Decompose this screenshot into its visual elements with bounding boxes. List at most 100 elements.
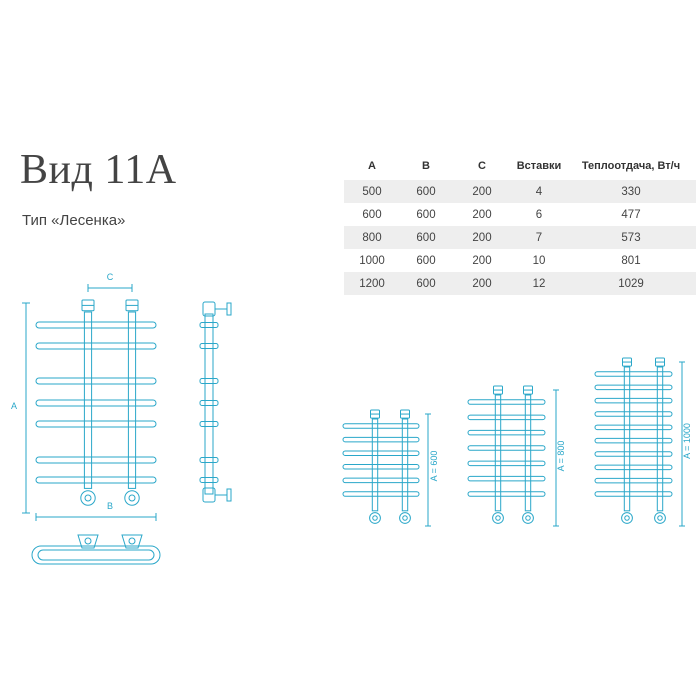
side-crossbar — [199, 400, 219, 406]
elbow-fitting-inner — [657, 515, 663, 521]
crossbar — [35, 342, 157, 350]
crossbar — [342, 464, 420, 470]
elbow-fitting-inner — [84, 494, 92, 502]
side-elbow-handle — [226, 488, 232, 502]
top-outline-outer — [31, 545, 161, 565]
table-cell: 500 — [344, 180, 400, 203]
crossbar — [594, 437, 673, 444]
spec-table: A B C Вставки Теплоотдача, Вт/ч 500 600 … — [344, 152, 696, 295]
table-header-row: A B C Вставки Теплоотдача, Вт/ч — [344, 152, 696, 180]
table-cell: 1029 — [566, 272, 696, 295]
column-header-a: A — [368, 160, 376, 172]
dimension-label-c: C — [107, 272, 114, 282]
elbow-fitting — [654, 512, 666, 524]
table-cell: 600 — [416, 208, 436, 221]
side-crossbar — [199, 421, 219, 427]
front-view-large — [22, 284, 157, 521]
table-cell: 600 — [362, 208, 382, 221]
crossbar — [35, 321, 157, 329]
top-view — [31, 534, 161, 565]
table-cell: 7 — [512, 226, 566, 249]
elbow-fitting — [492, 512, 504, 524]
page-title: Вид 11А — [20, 147, 177, 193]
crossbar — [594, 477, 673, 484]
crossbar — [594, 397, 673, 404]
elbow-fitting — [621, 512, 633, 524]
side-tube — [204, 313, 214, 495]
crossbar — [35, 399, 157, 407]
elbow-fitting-inner — [372, 515, 378, 521]
crossbar — [35, 476, 157, 484]
elbow-fitting — [369, 512, 381, 524]
crossbar — [467, 460, 546, 467]
top-valve-right — [121, 534, 143, 549]
crossbar — [467, 399, 546, 405]
variant-a1000 — [594, 357, 685, 527]
crossbar — [594, 451, 673, 457]
crossbar — [594, 384, 673, 391]
table-cell: 12 — [512, 272, 566, 295]
elbow-fitting-inner — [624, 515, 630, 521]
crossbar — [35, 456, 157, 464]
top-valve-right-hub — [128, 537, 136, 545]
table-cell: 1200 — [344, 272, 400, 295]
elbow-fitting-inner — [495, 515, 501, 521]
crossbar — [467, 475, 546, 482]
crossbar — [594, 491, 673, 497]
table-cell: 4 — [512, 180, 566, 203]
table-row: 1000 600 200 10 801 — [344, 249, 696, 272]
variant-a600 — [342, 409, 431, 527]
side-valve-handle — [226, 302, 232, 316]
crossbar — [342, 450, 420, 456]
elbow-fitting — [80, 490, 96, 506]
side-crossbar — [199, 477, 219, 483]
table-cell: 330 — [566, 180, 696, 203]
dimension-label-a600: A = 600 — [429, 451, 439, 482]
column-header-c: C — [478, 160, 486, 172]
table-cell: 1000 — [359, 254, 385, 267]
crossbar — [342, 477, 420, 484]
crossbar — [467, 429, 546, 436]
table-cell: 10 — [532, 254, 546, 267]
side-crossbar — [199, 378, 219, 384]
column-header-heat-output: Теплоотдача, Вт/ч — [581, 160, 681, 172]
table-cell: 200 — [472, 254, 492, 267]
vertical-tube — [524, 394, 532, 512]
crossbar — [35, 377, 157, 385]
table-cell: 600 — [400, 272, 452, 295]
side-view — [199, 301, 232, 503]
table-row: 500 600 200 4 330 — [344, 180, 696, 203]
crossbar — [594, 371, 673, 377]
crossbar — [35, 420, 157, 428]
table-row: 1200 600 200 12 1029 — [344, 272, 696, 295]
table-cell: 801 — [621, 254, 641, 267]
table-cell: 477 — [621, 208, 641, 221]
table-cell: 6 — [535, 208, 543, 221]
crossbar — [467, 445, 546, 451]
table-cell: 200 — [452, 226, 512, 249]
table-cell: 200 — [452, 272, 512, 295]
table-row: 600 600 200 6 477 — [344, 203, 696, 226]
table-cell: 800 — [344, 226, 400, 249]
vertical-tube — [494, 394, 502, 512]
variant-a800 — [467, 385, 559, 527]
table-cell: 200 — [472, 208, 492, 221]
elbow-fitting-inner — [128, 494, 136, 502]
elbow-fitting-inner — [525, 515, 531, 521]
dimension-label-a: A — [11, 401, 17, 411]
elbow-fitting — [399, 512, 411, 524]
dimension-label-a1000: A = 1000 — [682, 423, 692, 459]
crossbar — [467, 414, 546, 421]
side-crossbar — [199, 343, 219, 349]
table-row: 800 600 200 7 573 — [344, 226, 696, 249]
table-cell: 600 — [400, 226, 452, 249]
crossbar — [594, 464, 673, 471]
crossbar — [342, 491, 420, 497]
table-cell: 600 — [416, 254, 436, 267]
top-valve-left — [77, 534, 99, 549]
crossbar — [594, 424, 673, 431]
table-cell: 200 — [452, 180, 512, 203]
crossbar — [467, 491, 546, 497]
elbow-fitting-inner — [402, 515, 408, 521]
